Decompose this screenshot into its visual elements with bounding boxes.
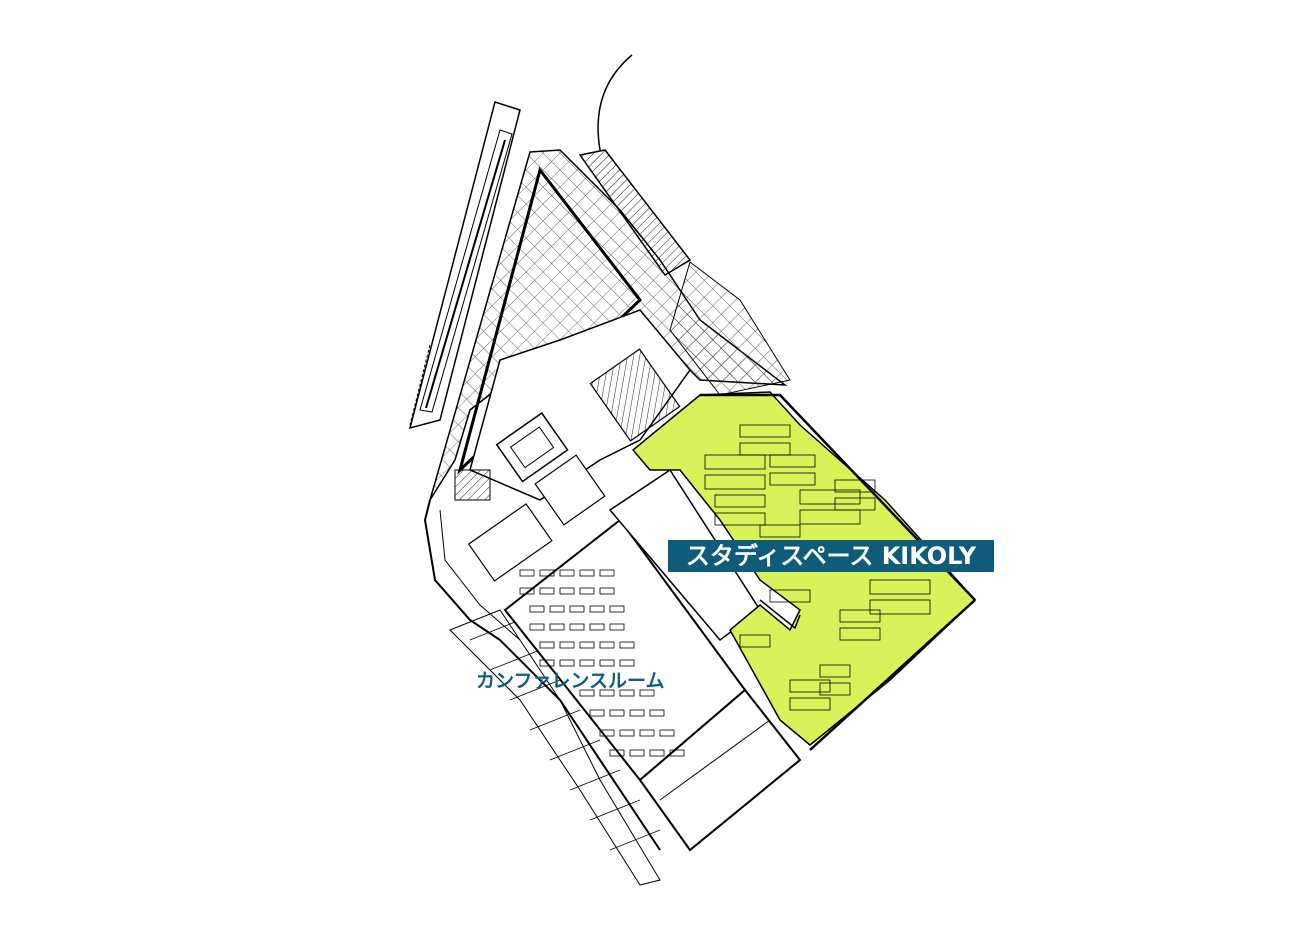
conference-seating — [519, 569, 685, 757]
conference-room-label: カンファレンスルーム — [476, 670, 665, 692]
study-space-label: スタディスペース KIKOLY — [668, 540, 994, 572]
study-seating — [704, 424, 931, 711]
entrance-arc — [597, 54, 633, 151]
building-core — [454, 309, 691, 582]
ramp-structure — [408, 101, 521, 430]
staircase-top — [578, 149, 692, 277]
outer-walls — [423, 499, 661, 886]
